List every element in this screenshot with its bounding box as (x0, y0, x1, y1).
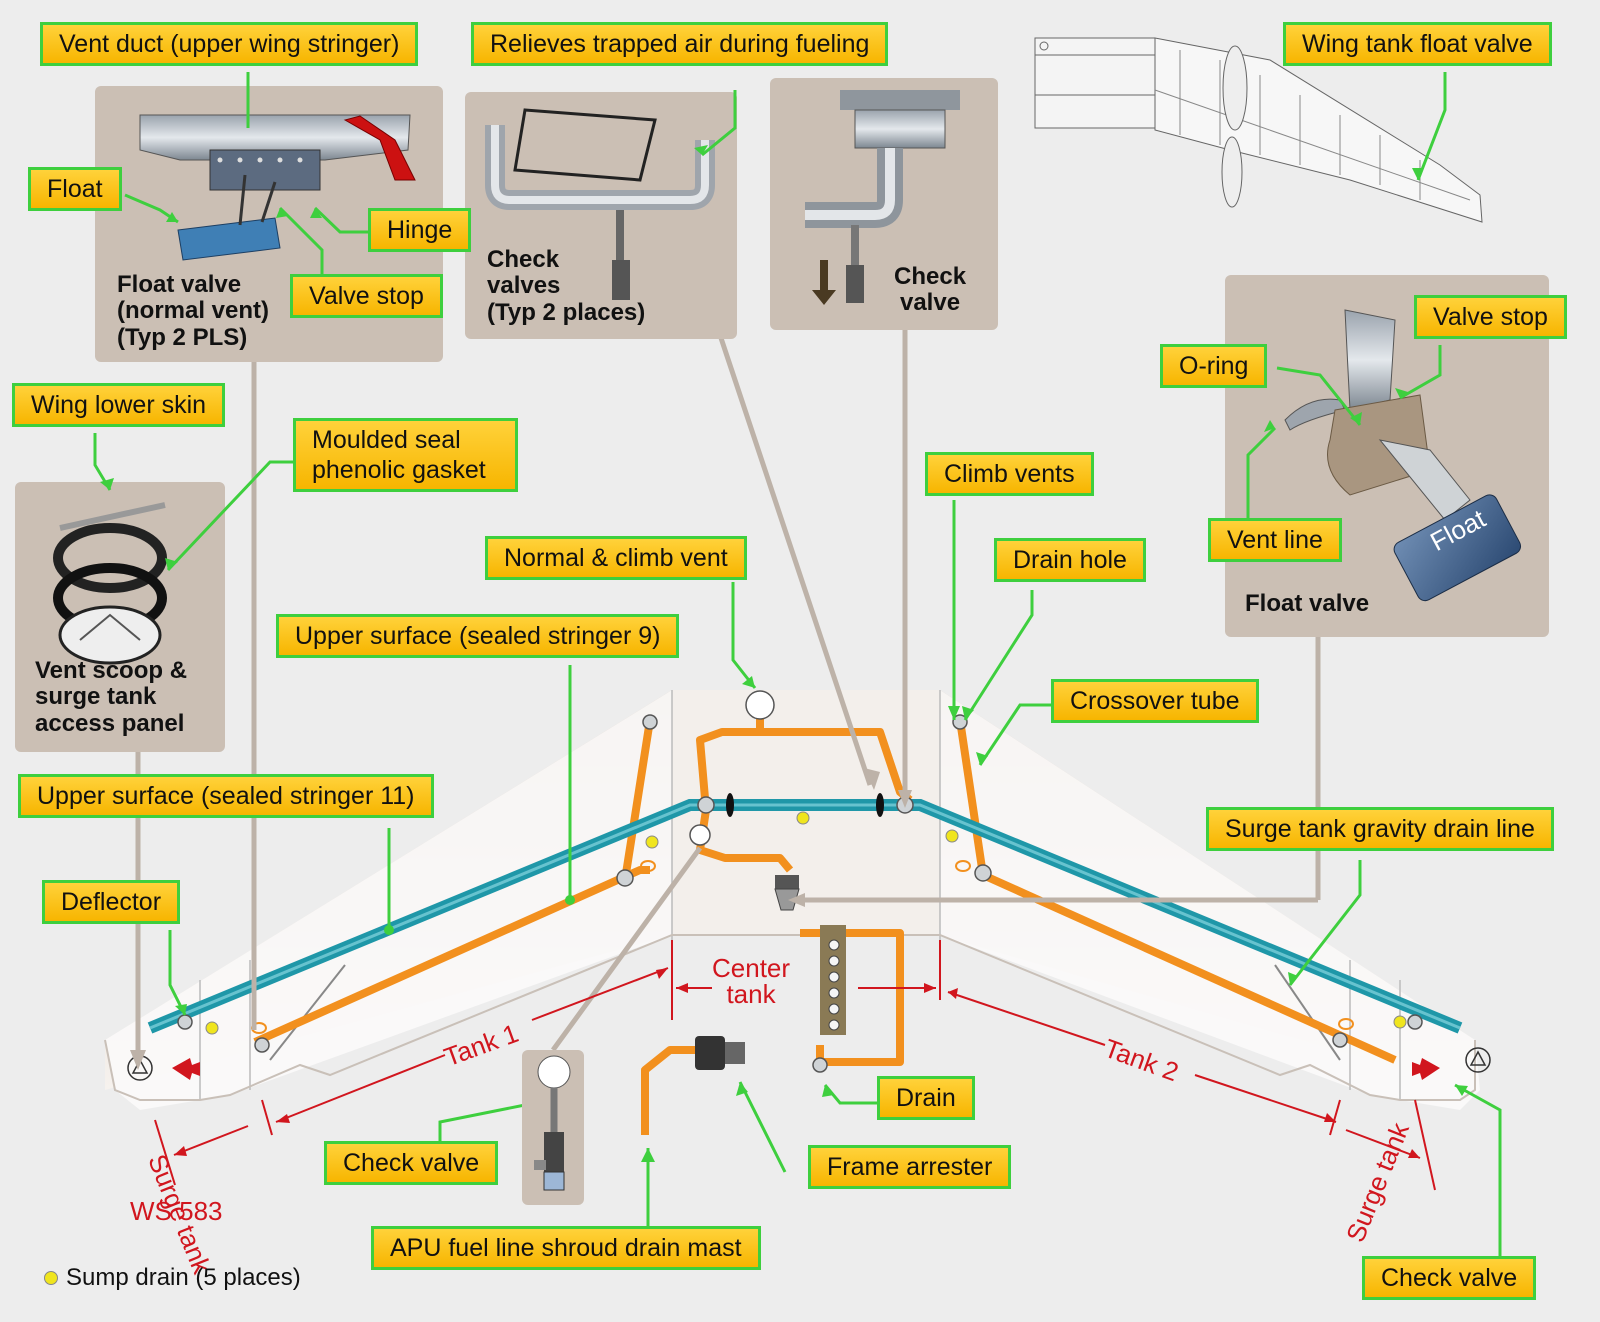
dim-center-tank: Center tank (712, 953, 791, 1009)
legend-sump-drain-text: Sump drain (5 places) (66, 1264, 301, 1291)
label-frame-arrester: Frame arrester (808, 1145, 1012, 1189)
label-wing-lower-skin: Wing lower skin (12, 383, 226, 427)
label-drain-hole: Drain hole (994, 538, 1146, 582)
label-deflector: Deflector (42, 880, 181, 924)
check-valves-panel (465, 92, 737, 339)
label-vent-duct: Vent duct (upper wing stringer) (40, 22, 419, 66)
label-climb-vents: Climb vents (925, 452, 1094, 496)
float-valve-normal-caption: Float valve (normal vent) (Typ 2 PLS) (117, 271, 270, 351)
label-vent-line: Vent line (1208, 518, 1342, 562)
label-hinge: Hinge (368, 208, 472, 252)
check-valves-typ-caption: Check valves (Typ 2 places) (487, 246, 646, 326)
moulded-seal-line2: phenolic gasket (312, 456, 486, 484)
center-check-valve (774, 875, 800, 911)
label-check-valve-right: Check valve (1362, 1256, 1537, 1300)
check-valve-top-panel (770, 78, 998, 330)
check-valve-bottom-panel (522, 1050, 584, 1205)
label-valve-stop-right: Valve stop (1414, 295, 1567, 339)
label-drain: Drain (877, 1076, 975, 1120)
frame-arrester-fitting (695, 925, 846, 1070)
label-upper-surface-11: Upper surface (sealed stringer 11) (18, 774, 434, 818)
dim-ws583: WS 583 (130, 1196, 223, 1226)
sump-drain-dot-icon (44, 1271, 58, 1285)
label-normal-climb-vent: Normal & climb vent (485, 536, 747, 580)
label-surge-tank-gravity-drain: Surge tank gravity drain line (1206, 807, 1554, 851)
leader-dot-stringer11 (384, 925, 394, 935)
label-crossover-tube: Crossover tube (1051, 679, 1259, 723)
float-valve-right-caption: Float valve (1245, 590, 1370, 617)
dimension-arrowheads (174, 968, 1420, 1158)
moulded-seal-line1: Moulded seal (312, 426, 461, 454)
label-wing-tank-float-valve: Wing tank float valve (1283, 22, 1552, 66)
label-float: Float (28, 167, 122, 211)
normal-climb-vent-float (745, 690, 775, 720)
vent-scoop-caption: Vent scoop & surge tank access panel (35, 657, 188, 737)
label-o-ring: O-ring (1160, 344, 1268, 388)
label-check-valve-bottom: Check valve (324, 1141, 499, 1185)
check-valve-top-caption: Check valve (894, 263, 967, 317)
pipe-couplings (726, 793, 884, 817)
label-apu-drain-mast: APU fuel line shroud drain mast (371, 1226, 761, 1270)
leader-arrowheads (100, 145, 1468, 1162)
vent-pipe (147, 799, 1463, 1034)
label-moulded-seal: Moulded seal phenolic gasket (293, 418, 518, 492)
label-upper-surface-9: Upper surface (sealed stringer 9) (276, 614, 680, 658)
wing-planform (1034, 37, 1483, 223)
label-relieves-trapped-air: Relieves trapped air during fueling (471, 22, 889, 66)
check-valve-bottom-icon (534, 1055, 571, 1191)
legend-sump-drain: Sump drain (5 places) (44, 1264, 301, 1292)
pipe-fittings (177, 714, 1423, 1073)
sump-drains (205, 811, 1407, 1035)
label-valve-stop-left: Valve stop (290, 274, 443, 318)
leader-dot-stringer9 (565, 895, 575, 905)
vent-scoop-panel (15, 482, 225, 752)
dimension-lines (154, 940, 1436, 1191)
